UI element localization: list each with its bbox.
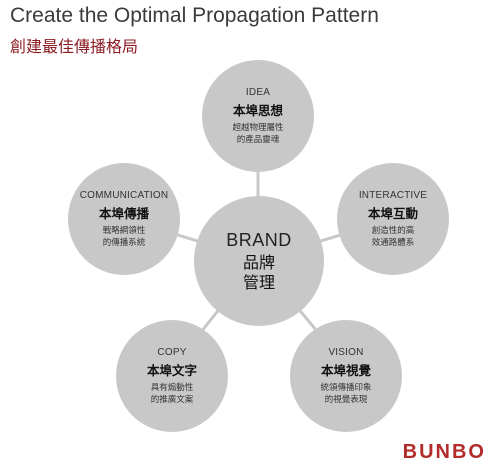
node-idea-desc-1: 超越物理屬性: [232, 122, 284, 133]
node-communication-zh: 本埠傳播: [98, 205, 149, 221]
node-idea-desc-2: 的產品靈魂: [236, 134, 280, 145]
node-copy-zh: 本埠文字: [146, 362, 197, 378]
node-copy-desc-1: 具有煽動性: [150, 382, 194, 393]
node-vision-en: VISION: [328, 346, 364, 358]
node-copy-desc-2: 的推廣文案: [150, 394, 194, 405]
node-idea-en: IDEA: [245, 86, 271, 98]
node-brand-center: BRAND 品牌 管理: [194, 196, 324, 326]
node-vision-zh: 本埠視覺: [320, 362, 371, 378]
node-communication-en: COMMUNICATION: [79, 189, 169, 201]
page-subtitle: 創建最佳傳播格局: [10, 37, 139, 56]
brand-title-zh-2: 管理: [242, 272, 275, 292]
node-interactive-en: INTERACTIVE: [358, 189, 428, 201]
node-vision: VISION 本埠視覺 統領傳播印象 的視覺表現: [290, 320, 402, 432]
node-communication-desc-2: 的傳播系統: [102, 237, 146, 248]
node-interactive-zh: 本埠互動: [367, 205, 418, 221]
node-vision-desc-2: 的視覺表現: [324, 394, 368, 405]
brand-title-en: BRAND: [226, 229, 292, 250]
node-idea: IDEA 本埠思想 超越物理屬性 的產品靈魂: [202, 60, 314, 172]
node-interactive: INTERACTIVE 本埠互動 創造性的高 效通路體系: [337, 163, 449, 275]
bunbo-logo: BUNBO: [402, 441, 486, 463]
node-copy-en: COPY: [157, 346, 187, 358]
node-idea-zh: 本埠思想: [232, 102, 283, 118]
page-title: Create the Optimal Propagation Pattern: [10, 4, 379, 27]
node-interactive-desc-2: 效通路體系: [371, 237, 415, 248]
node-interactive-desc-1: 創造性的高: [371, 225, 415, 236]
node-copy: COPY 本埠文字 具有煽動性 的推廣文案: [116, 320, 228, 432]
node-communication: COMMUNICATION 本埠傳播 戰略綱領性 的傳播系統: [68, 163, 180, 275]
brand-title-zh-1: 品牌: [242, 252, 275, 272]
node-communication-desc-1: 戰略綱領性: [102, 225, 146, 236]
node-vision-desc-1: 統領傳播印象: [320, 382, 372, 393]
